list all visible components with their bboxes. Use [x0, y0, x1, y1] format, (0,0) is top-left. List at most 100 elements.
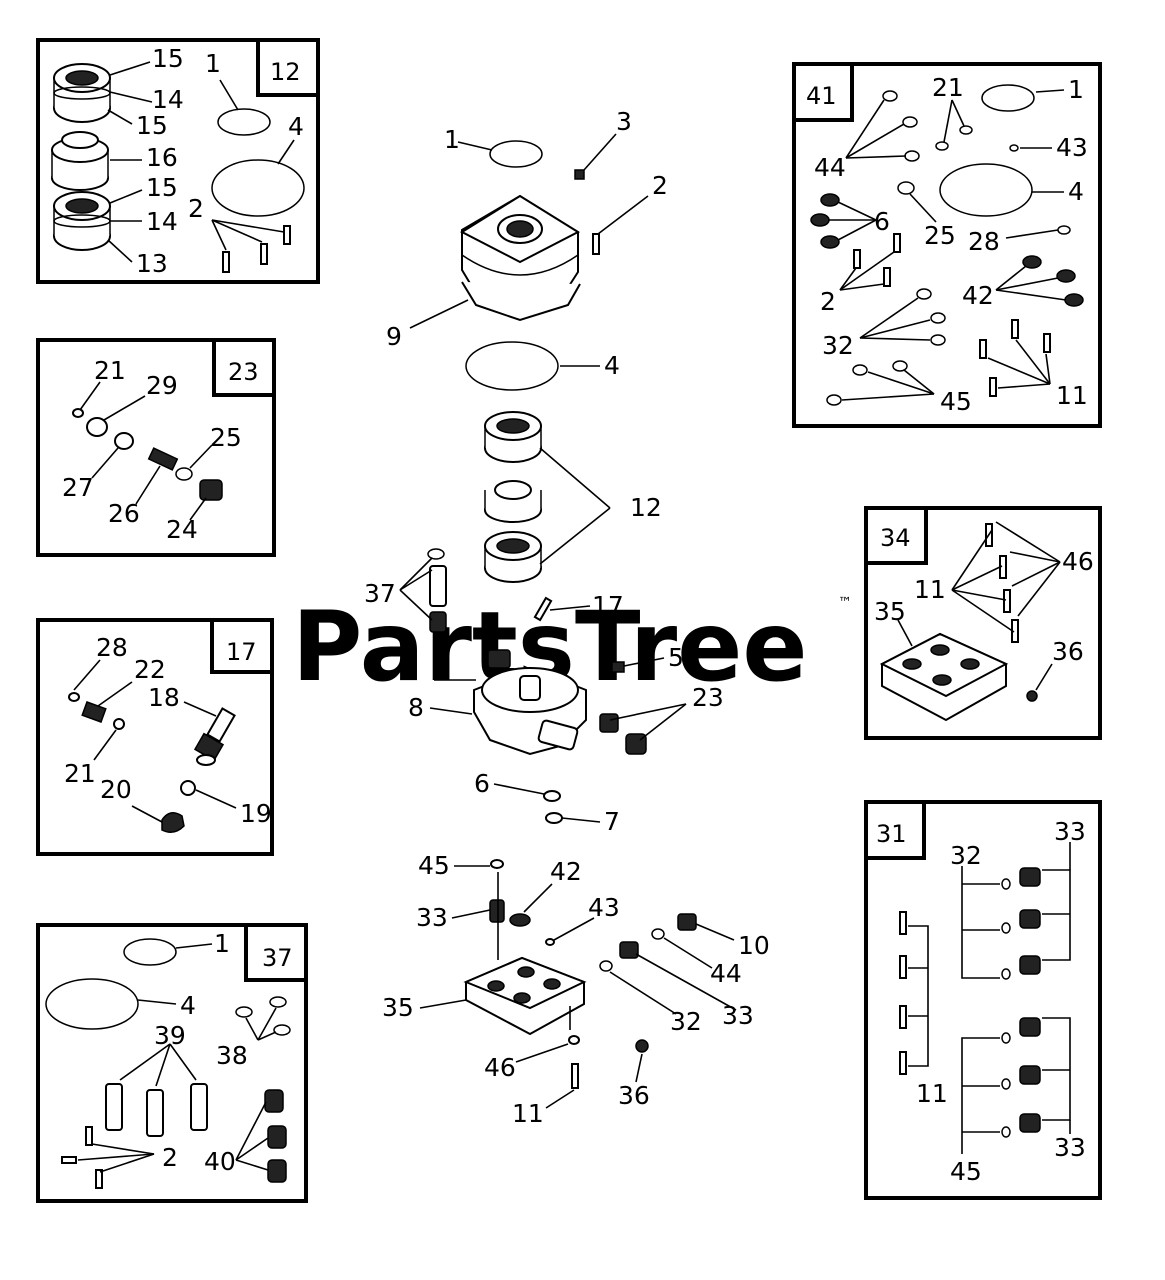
- washer-icon: [545, 812, 563, 824]
- fitting-icon: [533, 596, 553, 622]
- part-label: 45: [418, 851, 450, 880]
- o-ring-icon: [465, 341, 559, 391]
- part-label: 46: [1062, 547, 1094, 576]
- part-label: 7: [604, 807, 620, 836]
- part-label: 25: [924, 221, 956, 250]
- part-label: 45: [950, 1157, 982, 1186]
- fitting-icon: [193, 707, 236, 766]
- part-label: 32: [822, 331, 854, 360]
- box-23-number: 23: [228, 358, 259, 386]
- part-label: 38: [216, 1041, 248, 1070]
- part-label: 4: [288, 112, 304, 141]
- plug-icon: [635, 1039, 649, 1053]
- part-label: 32: [670, 1007, 702, 1036]
- valve-icon: [489, 899, 505, 923]
- part-label: 12: [630, 493, 662, 522]
- part-label: 45: [940, 387, 972, 416]
- part-label: 6: [874, 207, 890, 236]
- part-label: 2: [188, 194, 204, 223]
- part-label: 28: [968, 227, 1000, 256]
- part-label: 2: [820, 287, 836, 316]
- part-label: 11: [1056, 381, 1088, 410]
- o-ring-icon: [45, 978, 139, 1030]
- part-label: 9: [386, 322, 402, 351]
- screw-icon: [899, 911, 907, 1075]
- box-34-kit: 34 11 46 35 36: [864, 506, 1102, 740]
- part-label: 17: [592, 591, 624, 620]
- part-label: 26: [108, 499, 140, 528]
- part-label: 14: [152, 85, 184, 114]
- part-label: 14: [146, 207, 178, 236]
- pump-cylinder-icon: [459, 194, 581, 322]
- valve-icon: [619, 941, 639, 959]
- seat-icon: [161, 812, 185, 833]
- part-label: 36: [618, 1081, 650, 1110]
- part-label: 5: [668, 643, 684, 672]
- ball-icon: [180, 780, 196, 796]
- part-label: 23: [692, 683, 724, 712]
- part-label: 28: [96, 633, 128, 662]
- spacer-icon: [51, 131, 109, 191]
- valve-seat-icon: [86, 417, 108, 437]
- bearing-icon: [53, 191, 111, 251]
- part-label: 43: [588, 893, 620, 922]
- part-label: 21: [932, 73, 964, 102]
- pump-manifold-icon: [473, 649, 587, 756]
- box-34-number: 34: [880, 524, 911, 552]
- screw-icon: [592, 233, 600, 255]
- spacer-icon: [484, 480, 542, 523]
- o-ring-icon: [826, 84, 1071, 406]
- part-label: 19: [240, 799, 272, 828]
- part-label: 46: [484, 1053, 516, 1082]
- part-label: 43: [1056, 133, 1088, 162]
- screw-icon: [61, 1126, 103, 1189]
- box-17-number: 17: [226, 638, 257, 666]
- o-ring-icon: [490, 859, 504, 869]
- o-ring-icon: [175, 467, 193, 481]
- o-ring-icon: [427, 548, 445, 560]
- o-ring-icon: [489, 140, 543, 168]
- washer-icon: [568, 1035, 580, 1045]
- o-ring-icon: [68, 692, 80, 702]
- part-label: 15: [146, 173, 178, 202]
- o-ring-icon: [545, 938, 555, 946]
- part-label: 36: [1052, 637, 1084, 666]
- valve-plate-icon: [879, 632, 1009, 722]
- o-ring-icon: [1001, 878, 1011, 1138]
- part-label: 4: [1068, 177, 1084, 206]
- part-label: 1: [214, 929, 230, 958]
- screw-icon: [222, 225, 291, 273]
- part-label: 40: [204, 1147, 236, 1176]
- box-12-number: 12: [270, 58, 301, 86]
- pump-exploded-view: 1 3 2 9 4 12 37 17 5 8 23 6 7 45 42 43 3…: [364, 107, 770, 1128]
- box-23-kit: 23 21 29 25 27 26 24: [36, 338, 276, 557]
- part-label: 15: [136, 111, 168, 140]
- part-label: 11: [916, 1079, 948, 1108]
- o-ring-icon: [651, 928, 665, 940]
- part-label: 35: [874, 597, 906, 626]
- part-label: 3: [616, 107, 632, 136]
- washer-icon: [509, 913, 531, 927]
- valve-icon: [1019, 867, 1041, 1133]
- part-label: 21: [64, 759, 96, 788]
- plug-icon: [611, 661, 625, 673]
- box-41-kit: 41: [792, 62, 1102, 428]
- part-label: 8: [408, 693, 424, 722]
- part-label: 18: [148, 683, 180, 712]
- part-label: 24: [166, 515, 198, 544]
- spring-icon: [81, 701, 107, 723]
- bearing-icon: [53, 63, 111, 123]
- seal-icon: [264, 1089, 287, 1183]
- part-label: 13: [136, 249, 168, 278]
- part-label: 2: [652, 171, 668, 200]
- bearing-icon: [484, 411, 542, 463]
- valve-icon: [677, 913, 697, 931]
- screw-icon: [853, 233, 1051, 397]
- valve-icon: [114, 432, 134, 450]
- part-label: 25: [210, 423, 242, 452]
- part-label: 1: [1068, 75, 1084, 104]
- plug-icon: [1026, 690, 1038, 702]
- part-label: 33: [722, 1001, 754, 1030]
